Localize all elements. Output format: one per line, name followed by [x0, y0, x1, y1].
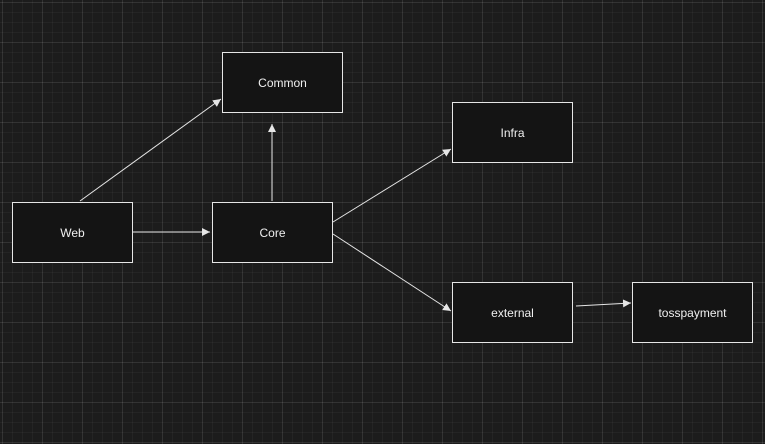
node-infra[interactable]: Infra	[452, 102, 573, 163]
node-tosspayment[interactable]: tosspayment	[632, 282, 753, 343]
node-tosspayment-label: tosspayment	[658, 305, 727, 320]
edge-external-to-tosspayment[interactable]	[575, 299, 632, 308]
node-external-label: external	[491, 305, 534, 320]
node-common[interactable]: Common	[222, 52, 343, 113]
node-external[interactable]: external	[452, 282, 573, 343]
node-common-label: Common	[258, 75, 307, 90]
edge-web-to-common[interactable]	[79, 98, 222, 202]
node-infra-label: Infra	[500, 125, 525, 140]
node-core[interactable]: Core	[212, 202, 333, 263]
node-core-label: Core	[259, 225, 286, 240]
node-web-label: Web	[60, 225, 85, 240]
edge-core-to-external[interactable]	[332, 233, 452, 312]
edge-core-to-infra[interactable]	[332, 148, 452, 223]
node-web[interactable]: Web	[12, 202, 133, 263]
